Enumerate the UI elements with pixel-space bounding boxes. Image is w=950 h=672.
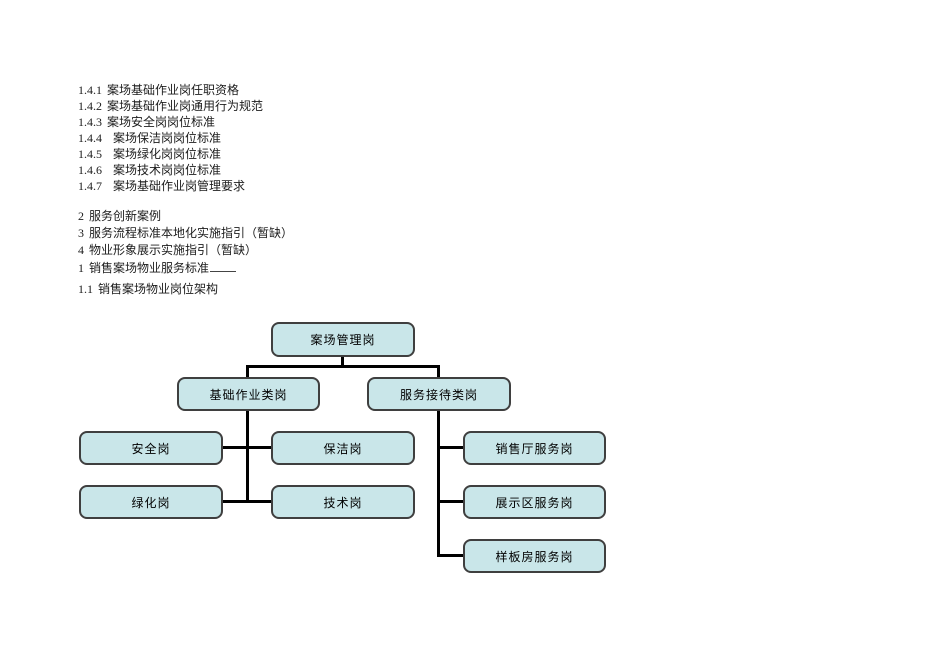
toc-item: 1.4.1 案场基础作业岗任职资格 <box>78 82 263 98</box>
org-node-model-room: 样板房服务岗 <box>463 539 606 573</box>
connector-right-row2 <box>439 500 465 503</box>
org-node-root: 案场管理岗 <box>271 322 415 357</box>
connector-right-row1 <box>439 446 465 449</box>
item-number: 1.4.7 <box>78 179 102 193</box>
connector-left-trunk <box>246 409 249 503</box>
toc-item: 1.4.3 案场安全岗岗位标准 <box>78 114 263 130</box>
toc-item: 2 服务创新案例 <box>78 208 293 225</box>
org-node-service-group: 服务接待类岗 <box>367 377 511 411</box>
connector-basic-drop <box>246 365 249 379</box>
item-number: 4 <box>78 243 84 257</box>
node-label: 技术岗 <box>323 495 363 510</box>
item-text: 服务创新案例 <box>89 209 162 223</box>
org-node-sales-hall: 销售厅服务岗 <box>463 431 606 465</box>
node-label: 基础作业类岗 <box>209 387 288 402</box>
connector-right-row3 <box>439 554 465 557</box>
item-text: 销售案场物业服务标准 <box>89 261 210 275</box>
item-text: 案场基础作业岗管理要求 <box>113 179 246 193</box>
connector-service-drop <box>437 365 440 379</box>
toc-item: 1.4.4 案场保洁岗岗位标准 <box>78 130 263 146</box>
toc-detail-list: 1.4.1 案场基础作业岗任职资格 1.4.2 案场基础作业岗通用行为规范 1.4.… <box>78 82 263 194</box>
item-number: 1.4.2 <box>78 99 102 113</box>
toc-item: 1.1 销售案场物业岗位架构 <box>78 281 293 298</box>
connector-right-trunk <box>437 409 440 557</box>
item-text: 案场保洁岗岗位标准 <box>113 131 222 145</box>
org-node-technical: 技术岗 <box>271 485 415 519</box>
node-label: 服务接待类岗 <box>399 387 478 402</box>
node-label: 展示区服务岗 <box>495 495 574 510</box>
item-text: 服务流程标准本地化实施指引（暂缺） <box>89 226 294 240</box>
item-number: 1.4.5 <box>78 147 102 161</box>
item-text: 物业形象展示实施指引（暂缺） <box>89 243 258 257</box>
node-label: 绿化岗 <box>131 495 171 510</box>
org-node-security: 安全岗 <box>79 431 223 465</box>
item-number: 1.1 <box>78 282 93 296</box>
node-label: 安全岗 <box>131 441 171 456</box>
toc-item: 1.4.5 案场绿化岗岗位标准 <box>78 146 263 162</box>
toc-item: 1.4.2 案场基础作业岗通用行为规范 <box>78 98 263 114</box>
org-node-basic-group: 基础作业类岗 <box>177 377 320 411</box>
item-number: 1 <box>78 261 84 275</box>
item-number: 2 <box>78 209 84 223</box>
item-text: 案场安全岗岗位标准 <box>107 115 216 129</box>
item-text: 案场绿化岗岗位标准 <box>113 147 222 161</box>
node-label: 保洁岗 <box>323 441 363 456</box>
toc-item: 3 服务流程标准本地化实施指引（暂缺） <box>78 225 293 242</box>
org-node-cleaning: 保洁岗 <box>271 431 415 465</box>
item-text: 案场基础作业岗通用行为规范 <box>107 99 264 113</box>
item-number: 1.4.3 <box>78 115 102 129</box>
item-number: 1.4.1 <box>78 83 102 97</box>
item-text: 销售案场物业岗位架构 <box>98 282 219 296</box>
node-label: 销售厅服务岗 <box>495 441 574 456</box>
toc-item: 4 物业形象展示实施指引（暂缺） <box>78 242 293 259</box>
node-label: 案场管理岗 <box>310 333 376 347</box>
org-node-greening: 绿化岗 <box>79 485 223 519</box>
connector-level1-bar <box>246 365 440 368</box>
connector-root-drop <box>341 355 344 367</box>
item-number: 1.4.6 <box>78 163 102 177</box>
node-label: 样板房服务岗 <box>495 549 574 564</box>
item-number: 3 <box>78 226 84 240</box>
item-text: 案场技术岗岗位标准 <box>113 163 222 177</box>
blank-underline <box>210 259 237 272</box>
item-text: 案场基础作业岗任职资格 <box>107 83 240 97</box>
toc-main-list: 2 服务创新案例 3 服务流程标准本地化实施指引（暂缺） 4 物业形象展示实施指引（暂… <box>78 208 293 298</box>
toc-item: 1.4.6 案场技术岗岗位标准 <box>78 162 263 178</box>
toc-item: 1 销售案场物业服务标准 <box>78 259 293 277</box>
connector-left-row2 <box>222 500 272 503</box>
org-node-exhibition-area: 展示区服务岗 <box>463 485 606 519</box>
connector-left-row1 <box>222 446 272 449</box>
toc-item: 1.4.7 案场基础作业岗管理要求 <box>78 178 263 194</box>
item-number: 1.4.4 <box>78 131 102 145</box>
